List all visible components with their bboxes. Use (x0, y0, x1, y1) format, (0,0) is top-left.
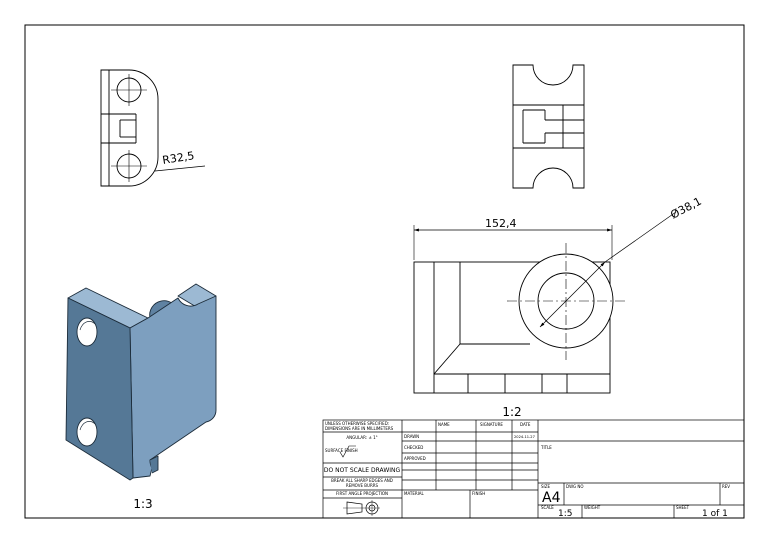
width-dimension: 152,4 (485, 217, 517, 230)
break-edges-1: BREAK ALL SHARP EDGES AND (331, 478, 393, 483)
col-date: DATE (520, 422, 531, 427)
col-signature: SIGNATURE (480, 422, 503, 427)
surface-finish-icon (339, 445, 356, 458)
surface-finish-label: SURFACE FINISH (325, 448, 358, 453)
material-label: MATERIAL (404, 491, 425, 496)
row-checked: CHECKED (404, 445, 423, 450)
front-view (413, 211, 677, 394)
sheet-label: SHEET (676, 505, 690, 510)
dwg-no-label: DWG NO (566, 484, 584, 489)
drawn-date: 2024-11-27 (514, 435, 535, 439)
right-view (512, 64, 585, 189)
no-scale-note: DO NOT SCALE DRAWING (324, 467, 401, 474)
general-note-2: DIMENSIONS ARE IN MILLIMETERS (325, 426, 394, 431)
row-approved: APPROVED (404, 456, 426, 461)
break-edges-2: REMOVE BURRS (346, 483, 379, 488)
front-view-scale: 1:2 (502, 405, 521, 419)
weight-label: WEIGHT (584, 505, 601, 510)
iso-view-scale: 1:3 (133, 497, 152, 511)
row-drawn: DRAWN (404, 434, 419, 439)
diameter-dimension: Ø38,1 (668, 195, 703, 222)
title-block-text: UNLESS OTHERWISE SPECIFIED: DIMENSIONS A… (324, 421, 730, 519)
sheet-size: A4 (542, 490, 561, 506)
top-view (100, 69, 206, 187)
general-note-1: UNLESS OTHERWISE SPECIFIED: (325, 421, 389, 426)
projection-label: FIRST ANGLE PROJECTION (336, 491, 388, 496)
col-name: NAME (438, 422, 450, 427)
finish-label: FINISH (472, 491, 485, 496)
projection-symbol-icon (343, 500, 380, 516)
isometric-view (65, 283, 217, 481)
scale-label: SCALE (541, 505, 554, 510)
rev-label: REV (722, 484, 730, 489)
title-label: TITLE (540, 445, 552, 450)
scale-value: 1:5 (558, 509, 572, 519)
size-label: SIZE (541, 484, 550, 489)
sheet-number: 1 of 1 (702, 509, 728, 519)
radius-dimension: R32,5 (161, 149, 195, 167)
title-block (322, 419, 745, 519)
angular-tolerance: ANGULAR: ± 1° (346, 435, 377, 440)
